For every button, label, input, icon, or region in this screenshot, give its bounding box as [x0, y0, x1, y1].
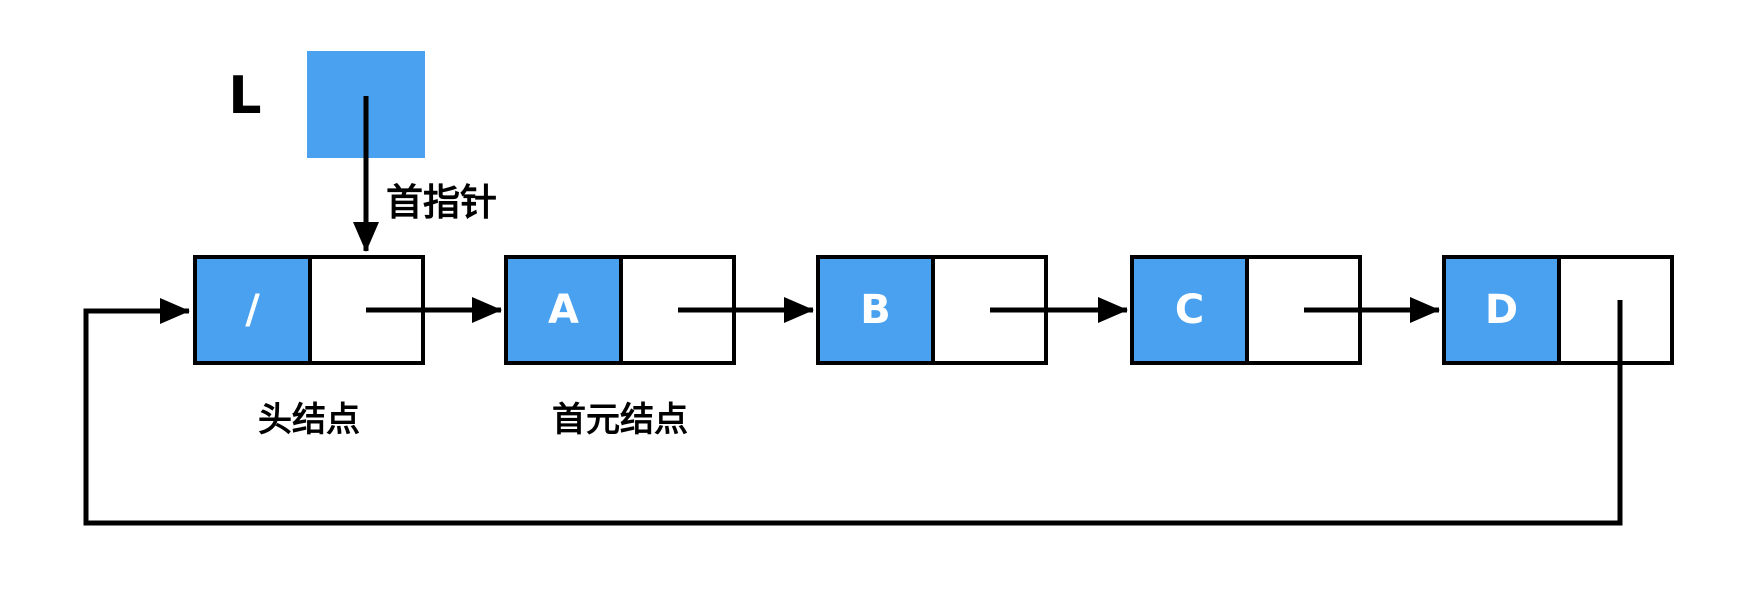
node-b-data-cell: B [820, 259, 935, 361]
node-c-data-cell: C [1134, 259, 1249, 361]
node-a-pointer-cell [623, 259, 732, 361]
list-name-label: L [228, 66, 262, 126]
node-d: D [1442, 255, 1674, 365]
node-a-data-cell: A [508, 259, 623, 361]
first-element-node-caption: 首元结点 [552, 400, 688, 440]
node-d-data-cell: D [1446, 259, 1561, 361]
node-c-pointer-cell [1249, 259, 1358, 361]
node-b-pointer-cell [935, 259, 1044, 361]
head-pointer-box [307, 51, 425, 158]
node-d-pointer-cell [1561, 259, 1670, 361]
head-node-caption: 头结点 [258, 400, 360, 440]
node-a: A [504, 255, 736, 365]
node-b: B [816, 255, 1048, 365]
node-head-pointer-cell [312, 259, 421, 361]
node-c: C [1130, 255, 1362, 365]
node-head: / [193, 255, 425, 365]
head-pointer-arrow-label: 首指针 [386, 181, 497, 224]
node-head-data-cell: / [197, 259, 312, 361]
